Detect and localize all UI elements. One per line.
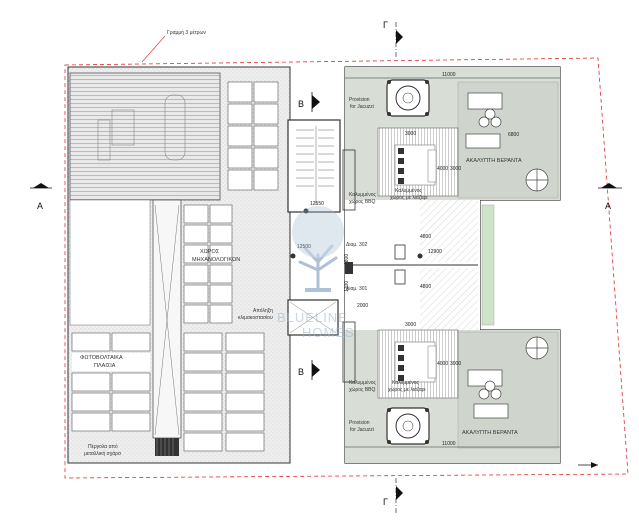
veranda-furniture-bottom xyxy=(467,336,549,419)
apt-301-label: Διαμ. 301 xyxy=(346,286,368,292)
stair-core xyxy=(287,119,341,213)
dim-side-right: 6800 xyxy=(508,132,519,138)
dim-corridor-bottom: 4800 xyxy=(420,284,431,290)
pergola-top-label-2: χώρος με λιάζαρι xyxy=(390,194,428,201)
corridor-hatch-top xyxy=(420,200,478,262)
svg-text:Γ: Γ xyxy=(383,497,388,507)
roof-drain-grate xyxy=(155,438,179,456)
bbq-top-label-1: Καλυμμένος xyxy=(349,191,377,198)
dim-pergola-top: 3000 xyxy=(405,131,416,137)
roof-edge-label-1: Πέργολα από xyxy=(88,443,118,450)
dim-small-2: 1200 xyxy=(344,281,350,292)
mech-grid xyxy=(183,204,233,324)
mech-space-label-2: ΜΗΧΑΝΟΛΟΓΙΚΩΝ xyxy=(192,257,240,263)
three-meter-line-label: Γραμμή 3 μέτρων xyxy=(167,29,206,36)
jacuzzi-top xyxy=(386,79,430,117)
corridor-hatch-bottom xyxy=(420,268,478,330)
solar-panel-grid-bottom xyxy=(71,332,265,452)
roof-white-band xyxy=(69,199,151,326)
pergola-furniture xyxy=(97,94,186,161)
stair-head-label-1: Απόληξη xyxy=(253,307,273,314)
section-mark-b-bottom: B xyxy=(298,360,320,380)
level-mark-1: 12550 xyxy=(310,201,324,207)
svg-text:A: A xyxy=(605,201,611,211)
dim-pergola-depth-top: 4000 xyxy=(437,166,448,172)
dim-bbq-bottom: 3000 xyxy=(450,361,461,367)
mech-space-label-1: ΧΩΡΟΣ xyxy=(200,249,220,255)
pergola-top-label-1: Καλυμμένος xyxy=(395,187,423,194)
svg-text:A: A xyxy=(37,201,43,211)
level-mark-3: 12900 xyxy=(428,249,442,255)
north-arrow-icon xyxy=(578,462,598,468)
jacuzzi-top-label-1: Provision xyxy=(349,97,370,103)
solar-panel-grid-top xyxy=(227,81,279,191)
dim-corridor-top: 4800 xyxy=(420,234,431,240)
svg-text:B: B xyxy=(298,99,304,109)
section-mark-a-left: A xyxy=(30,183,52,211)
veranda-top-label: ΑΚΑΛΥΠΤΗ ΒΕΡΑΝΤΑ xyxy=(466,158,522,164)
roof-edge-label-2: μεταλλική σχάρα xyxy=(84,450,121,457)
roof-pergola-top xyxy=(69,72,221,201)
bbq-top-label-2: χώρος BBQ xyxy=(349,198,375,205)
veranda-bottom-label: ΑΚΑΛΥΠΤΗ ΒΕΡΑΝΤΑ xyxy=(462,430,518,436)
watermark-line-2: HOMES xyxy=(302,325,355,340)
dim-stair-width: 2000 xyxy=(357,303,368,309)
green-strip xyxy=(481,204,495,326)
dim-pergola-depth-bottom: 4000 xyxy=(437,361,448,367)
watermark-logo: BLUELINE HOMES xyxy=(277,206,355,340)
jacuzzi-bottom-label-2: for Jacuzzi xyxy=(350,427,374,433)
jacuzzi-bottom-label-1: Provision xyxy=(349,420,370,426)
jacuzzi-bottom xyxy=(386,407,430,445)
svg-text:Γ: Γ xyxy=(383,20,388,30)
jacuzzi-top-label-2: for Jacuzzi xyxy=(350,104,374,110)
section-mark-a-right: A xyxy=(598,183,622,211)
section-mark-g-top: Γ xyxy=(383,20,403,58)
svg-text:B: B xyxy=(298,367,304,377)
dim-pergola-bottom: 3000 xyxy=(405,322,416,328)
dim-bbq-top: 3000 xyxy=(450,166,461,172)
section-mark-g-bottom: Γ xyxy=(383,478,403,515)
dim-bottom-width: 11000 xyxy=(442,441,456,447)
dim-small-1: 1800 xyxy=(344,254,350,265)
apt-302-label: Διαμ. 302 xyxy=(346,242,368,248)
section-mark-b-top: B xyxy=(298,92,320,112)
three-meter-leader xyxy=(141,35,166,63)
pergola-bottom-label-2: χώρος με λιάζαρι xyxy=(388,386,426,393)
dim-top-width: 11000 xyxy=(442,72,456,78)
stair-head-label-2: κλιμακοστασίου xyxy=(238,315,273,321)
solar-label-2: ΠΛΑΙΣΙΑ xyxy=(94,363,116,369)
solar-label-1: ΦΩΤΟΒΟΛΤΑΙΚΑ xyxy=(80,355,123,361)
watermark-line-1: BLUELINE xyxy=(277,310,348,325)
bbq-bottom-label-2: χώρος BBQ xyxy=(349,386,375,393)
bbq-bottom-label-1: Καλυμμένος xyxy=(349,379,377,386)
pergola-bottom-label-1: Καλυμμένος xyxy=(392,379,420,386)
veranda-furniture-top xyxy=(465,92,549,192)
